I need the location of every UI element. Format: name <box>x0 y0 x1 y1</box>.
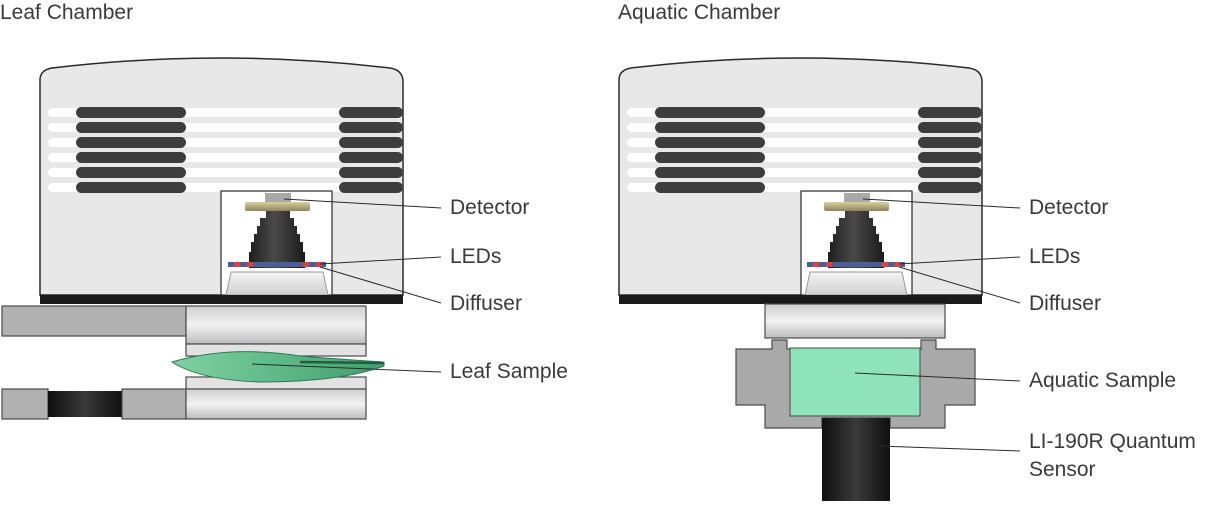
quantum-sensor-label-line1: LI-190R Quantum <box>1029 430 1196 453</box>
aquatic-detector-ring <box>824 202 889 211</box>
leaf-detector-lens <box>249 211 305 268</box>
leaf-diffuser-label: Diffuser <box>450 292 522 315</box>
aquatic-detector-stem <box>844 193 870 202</box>
aquatic-chamber-leader-lines <box>854 198 1021 452</box>
leaf-clamp-hinge-rod <box>48 391 122 417</box>
leaf-chamber-base-bar <box>40 295 403 304</box>
quantum-sensor-body <box>822 418 890 501</box>
leaf-chamber-title: Leaf Chamber <box>0 1 134 24</box>
leaf-clamp-upper-arm <box>1 305 187 337</box>
aquatic-detector-label: Detector <box>1029 196 1109 219</box>
aquatic-vessel-top-collar <box>764 303 946 339</box>
leaf-leds-label: LEDs <box>450 245 502 268</box>
leaf-diffuser <box>225 271 329 296</box>
leaf-chamber <box>1 57 442 420</box>
leaf-detector-label: Detector <box>450 196 530 219</box>
aquatic-chamber-vent-slots-right <box>918 107 982 193</box>
leaf-chamber-vent-slots-right <box>339 107 403 193</box>
leaf-clamp-lower-arm-end <box>121 388 187 420</box>
aquatic-diffuser-label: Diffuser <box>1029 292 1101 315</box>
aquatic-sample-cell <box>789 347 921 417</box>
leaf-sample-shape <box>170 351 385 383</box>
aquatic-chamber-base-bar <box>619 295 982 304</box>
leaf-sample-label: Leaf Sample <box>450 360 568 383</box>
leaf-chamber-leader-lines <box>251 198 442 373</box>
aquatic-leds-label: LEDs <box>1029 245 1081 268</box>
leaf-clamp-lower-arm <box>1 388 49 420</box>
leaf-chamber-vent-slots-left <box>76 107 186 193</box>
leaf-stem <box>299 360 385 365</box>
leaf-clamp-lower-jaw <box>185 388 367 420</box>
aquatic-chamber <box>618 57 1021 501</box>
leaf-detector-stem <box>265 193 291 202</box>
aquatic-sample-label: Aquatic Sample <box>1029 369 1177 392</box>
aquatic-detector-lens <box>828 211 884 268</box>
aquatic-chamber-vent-slots-left <box>655 107 765 193</box>
leaf-detector-ring <box>245 202 310 211</box>
leaf-led-strip <box>228 262 326 267</box>
aquatic-led-strip <box>807 262 905 267</box>
leaf-clamp-upper-jaw <box>185 305 367 345</box>
aquatic-chamber-title: Aquatic Chamber <box>618 1 781 24</box>
aquatic-diffuser <box>804 271 908 296</box>
quantum-sensor-label-line2: Sensor <box>1029 458 1096 481</box>
